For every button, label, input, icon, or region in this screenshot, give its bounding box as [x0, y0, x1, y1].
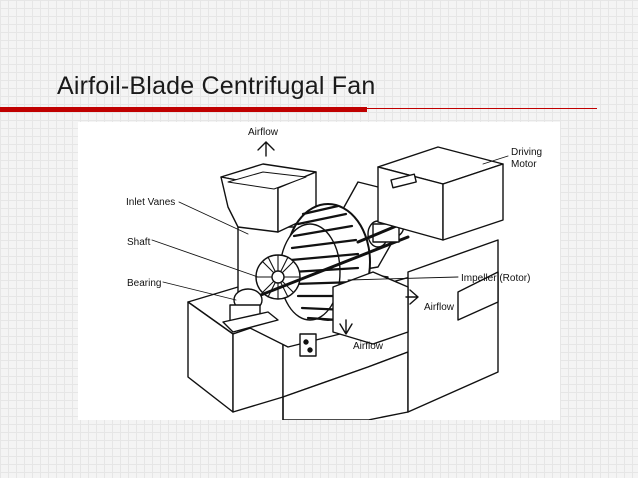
left-bearing: [222, 288, 279, 333]
airflow-arrow-right: [405, 289, 419, 305]
label-motor: Motor: [511, 159, 537, 170]
shaft: [236, 235, 410, 306]
label-airflow-bottom: Airflow: [353, 341, 384, 352]
slide-title: Airfoil-Blade Centrifugal Fan: [57, 72, 376, 100]
driving-motor: [377, 146, 504, 241]
leader-inlet-vanes: [178, 201, 249, 235]
title-accent-bar: [0, 107, 367, 112]
airflow-arrow-top: [257, 141, 275, 157]
inlet-vanes: [255, 254, 301, 300]
fan-illustration: Airflow Driving Motor Inlet Vanes Shaft …: [126, 127, 542, 420]
label-bearing: Bearing: [127, 278, 161, 289]
label-impeller: Impeller (Rotor): [461, 273, 530, 284]
leader-lines: [151, 155, 509, 301]
inlet-box: [299, 271, 409, 357]
label-inlet-vanes: Inlet Vanes: [126, 197, 175, 208]
label-airflow-top: Airflow: [248, 127, 279, 138]
motor-foundation: [407, 239, 499, 413]
fan-diagram: Airflow Driving Motor Inlet Vanes Shaft …: [78, 122, 560, 420]
title-underline: [367, 108, 597, 109]
label-airflow-right: Airflow: [424, 302, 455, 313]
label-shaft: Shaft: [127, 237, 151, 248]
leader-motor: [482, 155, 509, 165]
airflow-arrow-bottom: [339, 319, 353, 335]
leader-impeller: [347, 276, 459, 281]
label-driving: Driving: [511, 147, 542, 158]
leader-shaft: [151, 239, 259, 278]
leader-bearing: [162, 281, 237, 301]
